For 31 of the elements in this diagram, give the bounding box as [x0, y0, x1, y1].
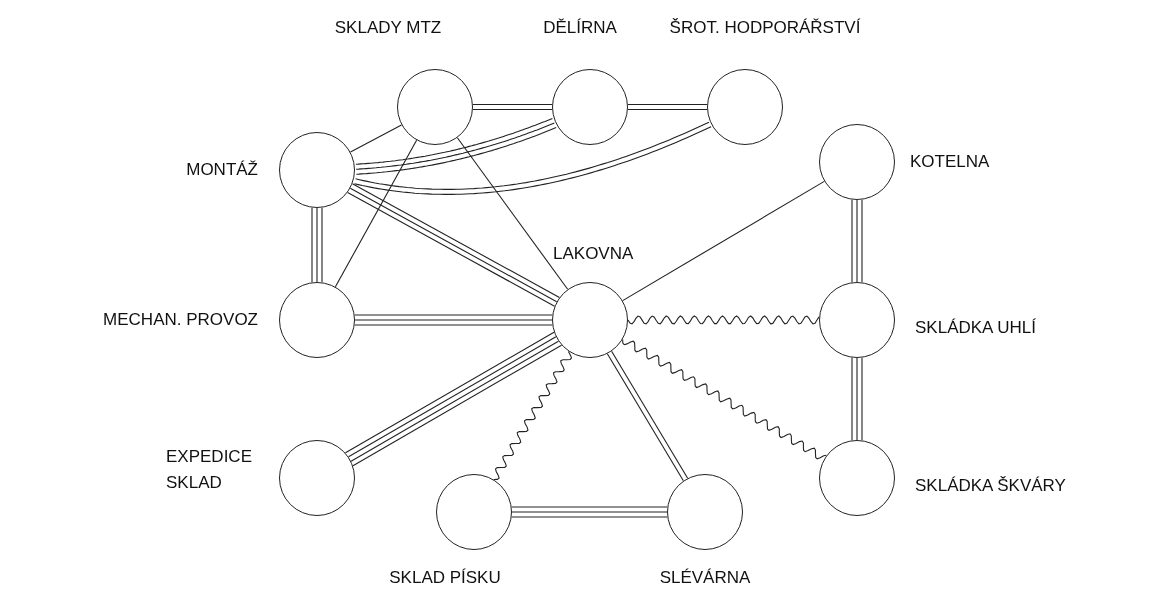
multi-line-connector: [347, 183, 560, 307]
node-label: KOTELNA: [910, 151, 990, 173]
multi-line-connector: [606, 350, 689, 482]
multi-line-connector: [851, 357, 863, 441]
wavy-connector: [622, 338, 827, 460]
connector-line: [334, 139, 418, 288]
multi-line-connector: [354, 314, 553, 326]
multi-line-connector: [511, 506, 668, 518]
connector-line: [349, 124, 403, 153]
multi-line-connector: [311, 207, 323, 283]
wavy-connector: [627, 315, 820, 325]
node-label: SKLÁDKA ŠKVÁRY: [915, 475, 1066, 497]
node-label: DĚLÍRNA: [543, 17, 617, 39]
node-label: SKLADY MTZ: [334, 17, 442, 39]
multi-line-connector: [353, 121, 712, 195]
node-label: SKLÁDKA UHLÍ: [915, 317, 1036, 339]
multi-line-connector: [344, 331, 563, 467]
node-label: SLÉVÁRNA: [659, 567, 751, 589]
node-label: MONTÁŽ: [186, 159, 258, 181]
multi-line-connector: [355, 117, 557, 175]
connector-line: [456, 137, 569, 290]
multi-line-connector: [851, 199, 863, 283]
wavy-connector: [493, 350, 573, 481]
node-label: SKLAD PÍSKU: [389, 567, 501, 589]
multi-line-connector: [627, 103, 708, 111]
connector-line: [622, 180, 825, 302]
node-label: EXPEDICE SKLAD: [166, 446, 253, 494]
node-label: ŠROT. HODPORÁŘSTVÍ: [669, 17, 861, 39]
node-label: MECHAN. PROVOZ: [103, 309, 258, 331]
multi-line-connector: [472, 103, 553, 111]
node-label: LAKOVNA: [553, 243, 634, 265]
